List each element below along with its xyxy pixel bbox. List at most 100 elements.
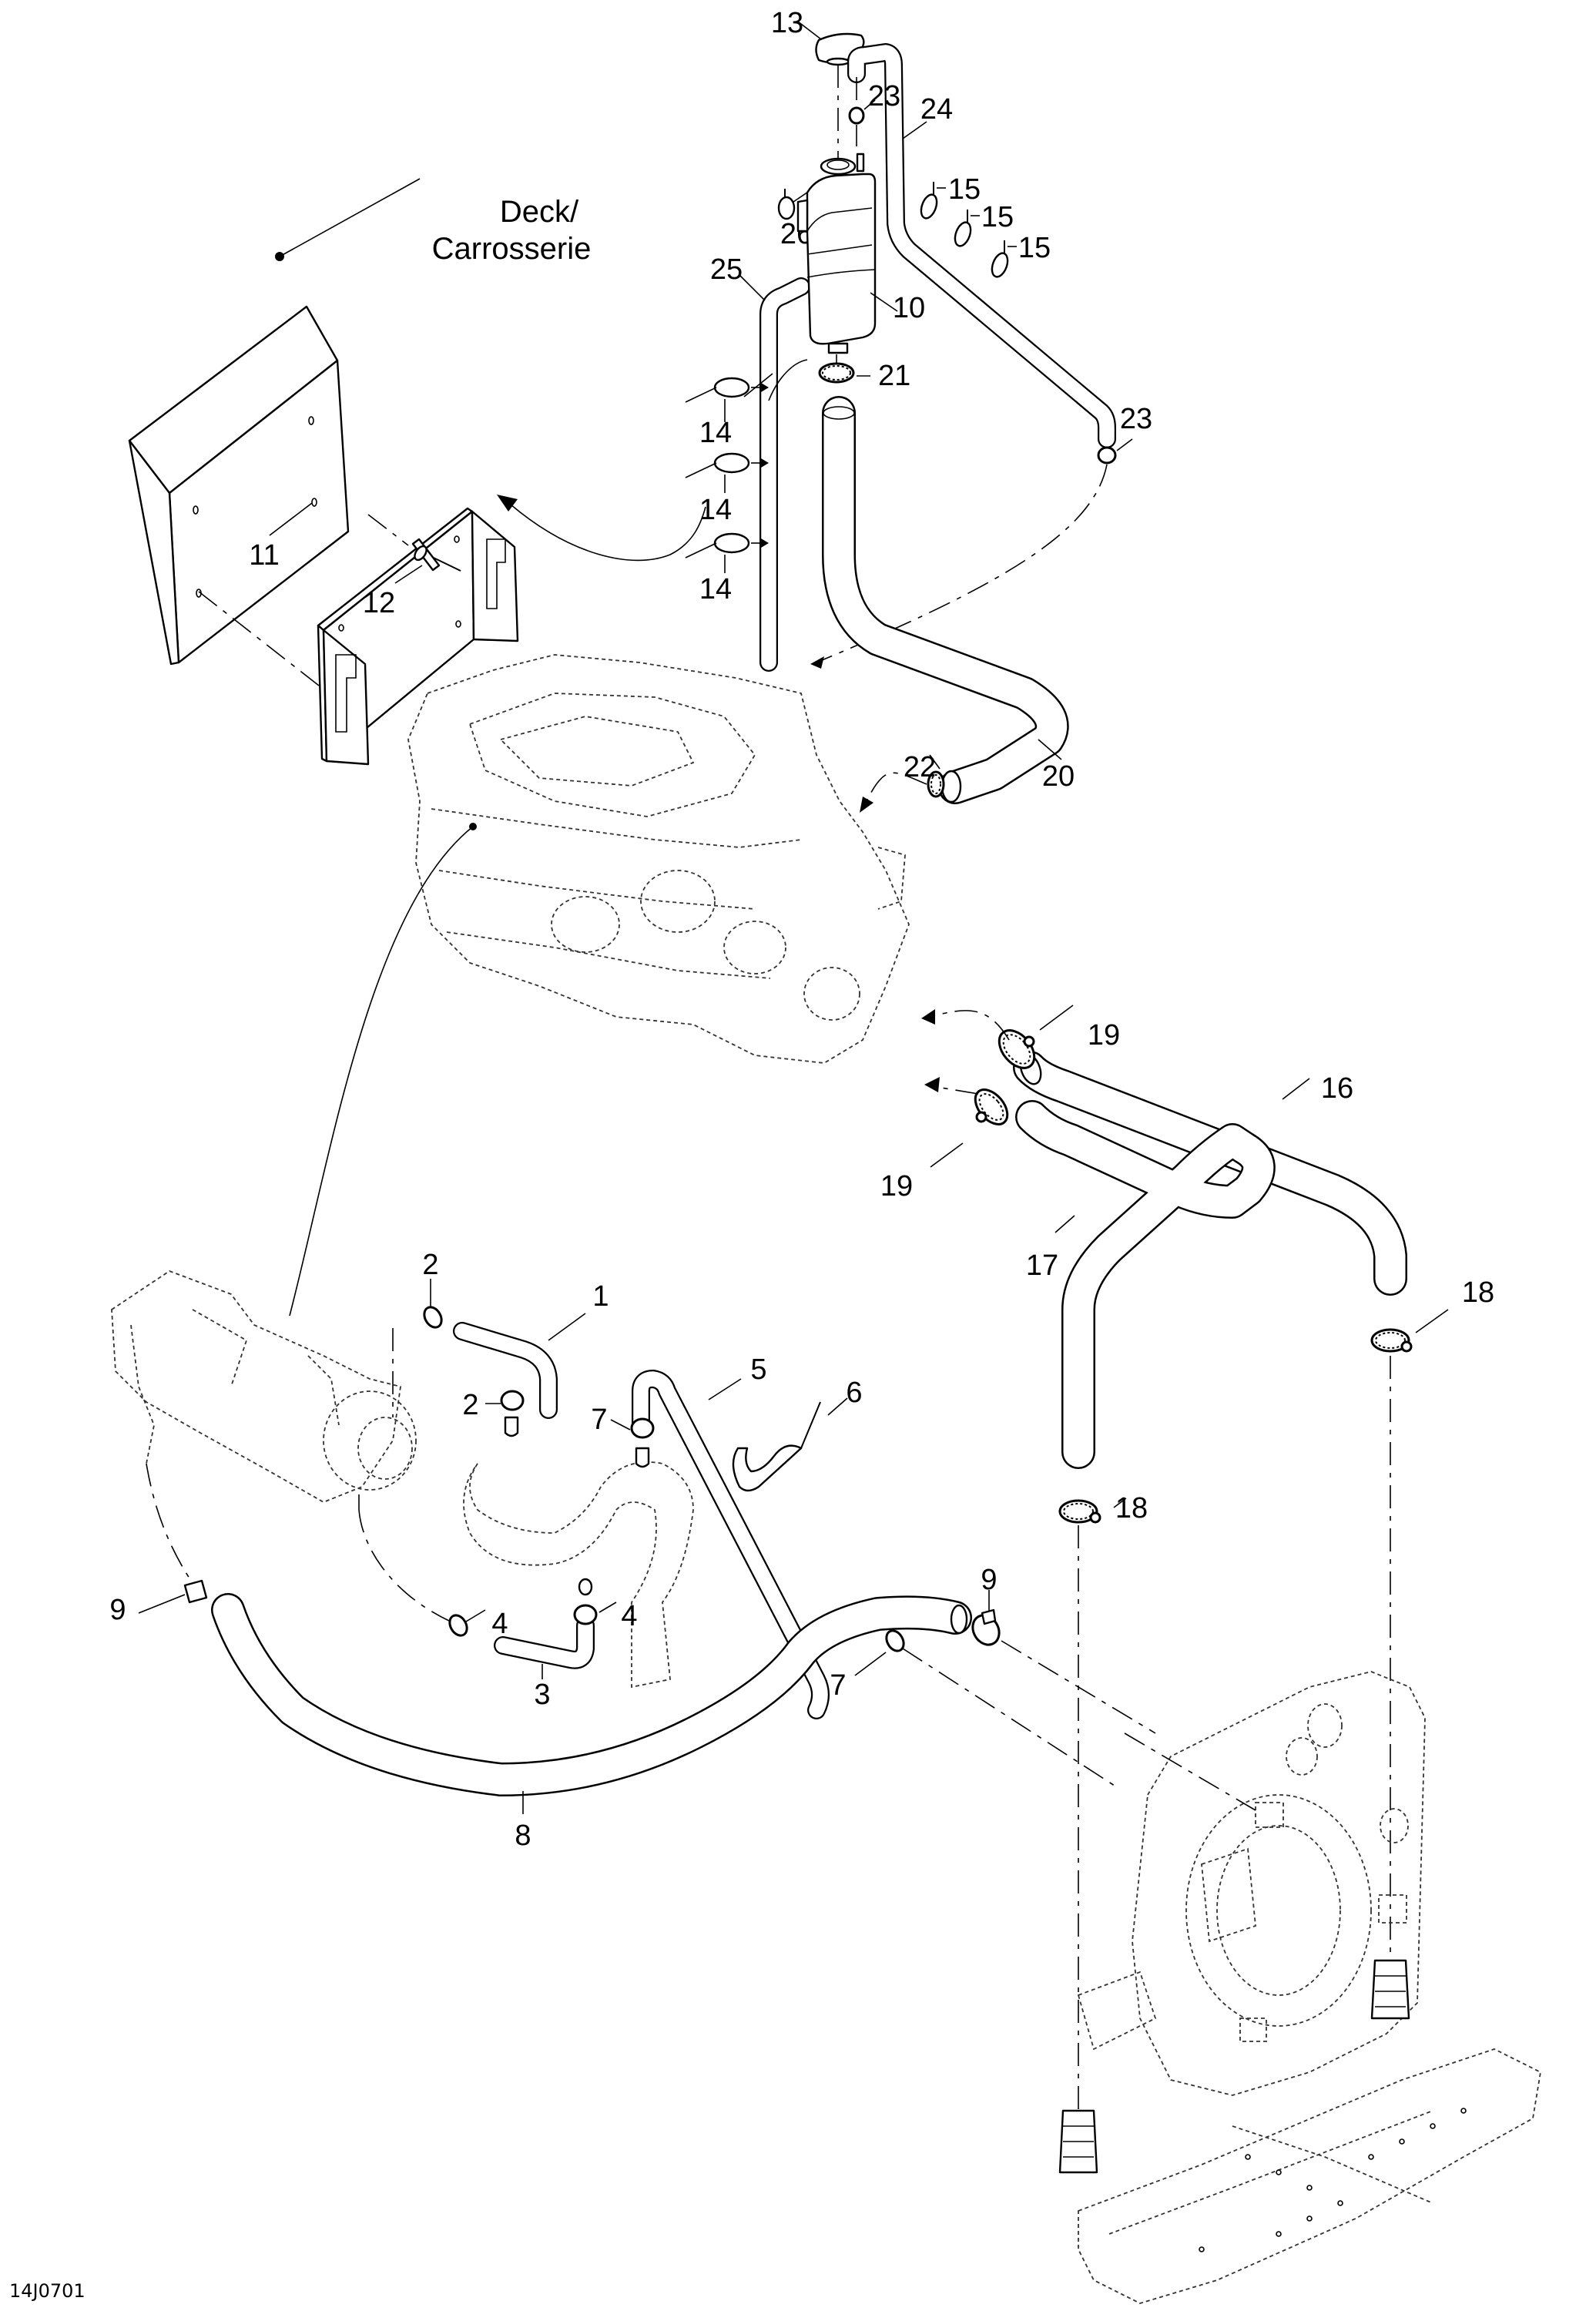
callout-17: 17 xyxy=(1026,1249,1058,1282)
hose-3 xyxy=(494,1616,595,1669)
ride-plate-holes xyxy=(1199,2108,1467,2252)
leader-20 xyxy=(1038,739,1062,760)
hose-25 xyxy=(759,277,810,672)
callout-22: 22 xyxy=(904,751,936,783)
callout-19-top: 19 xyxy=(1088,1019,1120,1052)
arrow-head-icon xyxy=(497,495,518,512)
deck-label-line1: Deck/ xyxy=(500,195,579,229)
callout-24: 24 xyxy=(920,93,953,126)
tie-wrap-26 xyxy=(777,189,796,220)
callout-11: 11 xyxy=(249,539,279,572)
tie-wrap-15-b xyxy=(954,210,980,247)
leader-7-bottom xyxy=(854,1652,887,1676)
leader-19-top xyxy=(1039,1005,1074,1031)
callout-5: 5 xyxy=(750,1353,766,1386)
rivet xyxy=(367,514,461,572)
reservoir-support-bracket xyxy=(317,507,519,766)
callout-14-a: 14 xyxy=(699,417,732,449)
callout-19-bottom: 19 xyxy=(880,1170,913,1202)
callout-3: 3 xyxy=(534,1679,550,1711)
leader-24 xyxy=(902,121,927,139)
leader-13 xyxy=(797,21,822,40)
callout-13: 13 xyxy=(771,7,803,39)
callout-23-top: 23 xyxy=(868,80,900,112)
leader-5 xyxy=(708,1378,742,1400)
leader-23-top xyxy=(863,99,876,110)
arrow-head-icon xyxy=(810,656,824,669)
leader-12 xyxy=(394,565,423,584)
callout-16: 16 xyxy=(1321,1072,1353,1105)
leader-25 xyxy=(739,274,766,301)
callout-9-right: 9 xyxy=(981,1564,997,1596)
deck-label-line2: Carrosserie xyxy=(432,232,592,266)
tie-wrap-15-c xyxy=(991,240,1017,278)
callout-12: 12 xyxy=(363,587,395,619)
leader-9-left xyxy=(138,1594,186,1614)
clamp-21 xyxy=(818,354,855,384)
callout-23-right: 23 xyxy=(1120,403,1152,435)
tie-wrap-14-c xyxy=(685,532,769,558)
tie-wrap-6 xyxy=(732,1401,821,1492)
leader-22 xyxy=(929,754,940,770)
callout-6: 6 xyxy=(846,1377,862,1409)
hose-8-to-pump-alignment xyxy=(1001,1640,1156,1734)
tie-wrap-15-a xyxy=(920,182,946,220)
arrow-head-icon xyxy=(924,1077,940,1092)
callout-7-bottom: 7 xyxy=(830,1669,846,1702)
pump-housing-phantom xyxy=(1077,1671,1426,2096)
hose-8 xyxy=(211,1593,972,1796)
callout-20: 20 xyxy=(1042,760,1075,793)
deck-panel xyxy=(128,252,350,666)
callout-18-bottom: 18 xyxy=(1115,1492,1148,1524)
leader-11 xyxy=(269,502,313,536)
callout-2-top: 2 xyxy=(422,1249,438,1281)
hose-16 xyxy=(1013,1051,1407,1296)
leader-19-bottom xyxy=(930,1142,964,1168)
leader-4-right xyxy=(598,1602,617,1613)
clamp-4-right xyxy=(573,1578,598,1625)
hose-1 xyxy=(453,1322,558,1419)
arrow-head-icon xyxy=(921,1009,935,1025)
callout-1: 1 xyxy=(592,1280,609,1313)
clamp-7-top xyxy=(630,1417,655,1468)
engine-phantom xyxy=(407,654,910,1064)
callout-7-top: 7 xyxy=(591,1404,607,1436)
callout-15-c: 15 xyxy=(1018,232,1051,264)
hose-16-routing xyxy=(927,1010,1010,1041)
clamp-2-top xyxy=(423,1306,443,1329)
leader-1 xyxy=(548,1313,586,1341)
callout-8: 8 xyxy=(515,1820,531,1852)
exhaust-pipe-phantom xyxy=(463,1461,694,1689)
hose-20 xyxy=(822,396,1069,804)
callout-18-top: 18 xyxy=(1462,1276,1494,1309)
hose-17 xyxy=(1015,1100,1276,1469)
hose-25-connector xyxy=(768,359,808,401)
drawing-reference-code: 14J0701 xyxy=(9,2280,86,2302)
clamp-18-bottom xyxy=(1058,1499,1101,1524)
hose-20-routing xyxy=(866,772,927,802)
clamp-23-right xyxy=(1097,446,1117,465)
clamp-22 xyxy=(927,770,945,798)
pump-alignment xyxy=(1124,1732,1256,1811)
leader-10 xyxy=(870,292,898,312)
clamp-2-mid xyxy=(500,1390,525,1437)
deck-leader xyxy=(279,178,421,257)
leader-7-top xyxy=(610,1419,631,1431)
clamp-23-top xyxy=(848,77,865,146)
callout-4-right: 4 xyxy=(621,1600,637,1632)
hose-8-alignment xyxy=(146,1463,193,1584)
coolant-reservoir xyxy=(796,153,877,354)
callout-14-c: 14 xyxy=(699,573,732,605)
callout-15-b: 15 xyxy=(981,201,1014,233)
hose-3-alignment xyxy=(358,1509,451,1622)
callout-21: 21 xyxy=(878,360,910,392)
clamp-19-bottom xyxy=(974,1088,1009,1125)
fitting-left xyxy=(1058,2109,1098,2174)
mount-alignment-line xyxy=(198,591,320,686)
hose-5-to-pump-alignment xyxy=(902,1648,1118,1788)
callout-25: 25 xyxy=(710,253,743,286)
routing-arrow-bracket xyxy=(510,504,706,562)
leader-18-bottom xyxy=(1113,1498,1127,1508)
callout-10: 10 xyxy=(893,292,925,324)
